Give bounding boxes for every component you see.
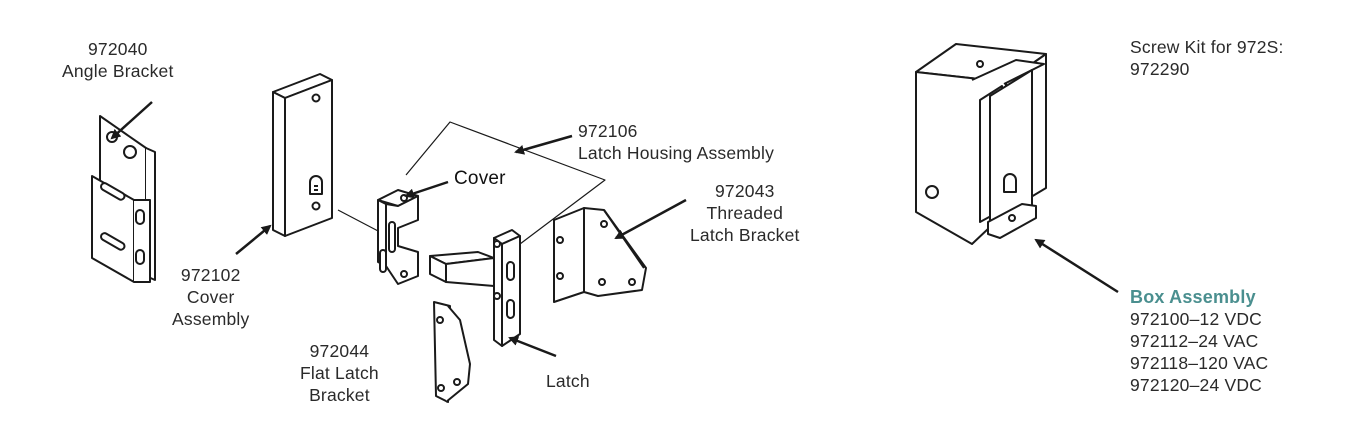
label-angle-bracket: 972040 Angle Bracket — [62, 38, 174, 82]
cover-assembly-part-number: 972102 — [180, 265, 241, 285]
arrow-angle-bracket — [110, 101, 153, 140]
label-box-assembly: Box Assembly 972100–12 VDC 972112–24 VAC… — [1130, 286, 1268, 396]
cover-plate-part — [272, 73, 333, 237]
box-variant: 972112–24 VAC — [1130, 331, 1259, 351]
latch-housing-name: Latch Housing Assembly — [578, 143, 775, 163]
angle-bracket-name: Angle Bracket — [62, 61, 174, 81]
box-variant: 972100–12 VDC — [1130, 309, 1263, 329]
label-latch-housing: 972106 Latch Housing Assembly — [578, 120, 774, 164]
box-variant: 972118–120 VAC — [1130, 353, 1269, 373]
threaded-latch-bracket-part — [553, 207, 647, 303]
flat-bracket-part-number: 972044 — [309, 341, 370, 361]
arrow-latch — [508, 336, 557, 358]
arrow-latch-housing — [514, 134, 573, 155]
angle-bracket-part-number: 972040 — [87, 39, 148, 59]
latch-housing-part-number: 972106 — [578, 121, 638, 141]
label-flat-bracket: 972044 Flat Latch Bracket — [300, 341, 379, 405]
label-threaded-bracket: 972043 Threaded Latch Bracket — [690, 181, 800, 245]
label-latch: Latch — [546, 371, 590, 391]
threaded-bracket-part-number: 972043 — [715, 181, 775, 201]
box-variant: 972120–24 VDC — [1130, 375, 1263, 395]
latch-housing-outline — [337, 121, 606, 245]
label-cover-assembly: 972102 Cover Assembly — [172, 265, 250, 329]
label-cover: Cover — [454, 168, 506, 189]
latch-cover-part — [377, 189, 419, 285]
arrow-box-assembly — [1034, 238, 1119, 294]
box-assembly-title: Box Assembly — [1130, 287, 1256, 307]
latch-part — [429, 229, 521, 347]
flat-latch-bracket-part — [433, 301, 471, 403]
angle-bracket-part — [91, 115, 156, 283]
box-assembly-part — [915, 43, 1047, 245]
arrow-threaded-bracket — [614, 198, 687, 240]
arrow-cover-assembly — [235, 224, 272, 255]
label-screw-kit: Screw Kit for 972S: 972290 — [1130, 37, 1284, 79]
arrow-cover — [404, 180, 449, 199]
